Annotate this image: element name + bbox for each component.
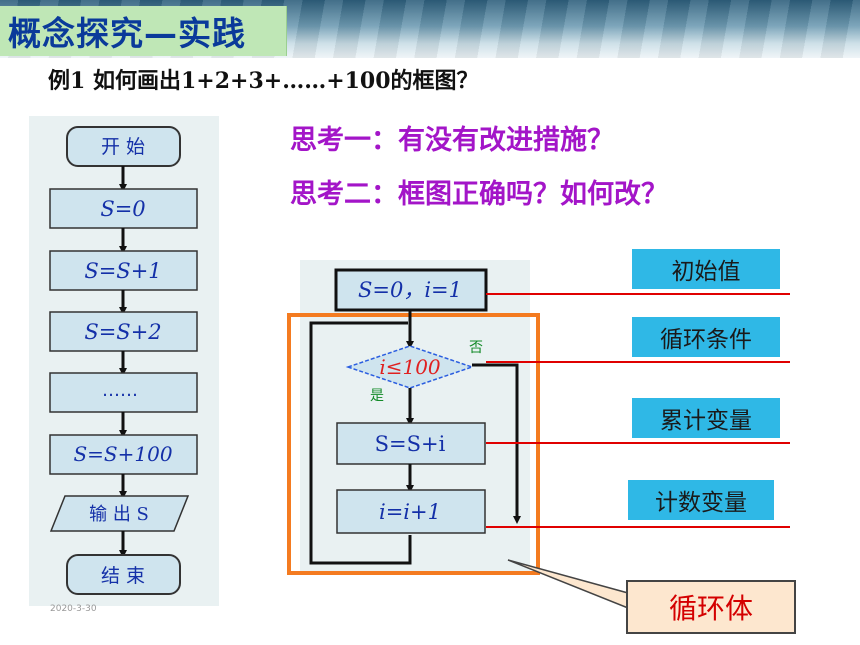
- label-counter: 计数变量: [628, 480, 774, 520]
- accumulate-label: S=S+i: [375, 432, 446, 456]
- increment-label: i=i+1: [379, 500, 441, 524]
- loop-back-line: [309, 321, 412, 565]
- thinking-question-1: 思考一：有没有改进措施？: [290, 125, 614, 156]
- step-2-label: S=S+1: [84, 259, 161, 283]
- callout-pointer: [507, 559, 629, 610]
- question-text: 例1 如何画出1+2+3+……+100的框图？: [48, 68, 479, 94]
- init-box: [334, 268, 488, 312]
- start-label: 开 始: [101, 136, 145, 158]
- end-terminal: [66, 554, 181, 595]
- label-accumulator: 累计变量: [632, 398, 780, 438]
- increment-box: [336, 489, 486, 534]
- step-3-label: S=S+2: [84, 320, 161, 344]
- title-box: 概念探究—实践: [0, 6, 287, 56]
- label-connectors: [486, 293, 790, 528]
- end-label: 结 束: [101, 565, 145, 587]
- page-title: 概念探究—实践: [8, 14, 246, 53]
- step-box-3: [49, 311, 198, 352]
- condition-diamond: [345, 345, 475, 389]
- condition-label: i≤100: [379, 355, 441, 379]
- date-footer: 2020-3-30: [50, 604, 97, 614]
- output-label: 输 出 S: [89, 504, 149, 525]
- label-initial-value: 初始值: [632, 249, 780, 289]
- init-label: S=0，i=1: [358, 278, 462, 302]
- step-box-5: [49, 434, 198, 475]
- output-parallelogram: [49, 495, 190, 532]
- thinking-question-2: 思考二：框图正确吗？如何改？: [290, 179, 668, 210]
- step-1-label: S=0: [100, 197, 145, 221]
- no-branch-line: [472, 363, 521, 524]
- step-box-4: [49, 372, 198, 413]
- step-box-1: [49, 188, 198, 229]
- loop-body-callout: 循环体: [626, 580, 796, 634]
- label-loop-condition: 循环条件: [632, 317, 780, 357]
- left-flowchart: 开 始 S=0 S=S+1 S=S+2 …… S=S+100 输 出 S 结 束…: [49, 126, 198, 614]
- step-4-label: ……: [102, 380, 138, 401]
- right-flowchart: S=0，i=1 i≤100 否 是 S=S+i i=i+1: [287, 268, 540, 575]
- step-box-2: [49, 250, 198, 291]
- step-5-label: S=S+100: [73, 442, 172, 466]
- yes-label: 是: [370, 388, 384, 404]
- no-label: 否: [469, 340, 483, 356]
- accumulate-box: [336, 422, 486, 465]
